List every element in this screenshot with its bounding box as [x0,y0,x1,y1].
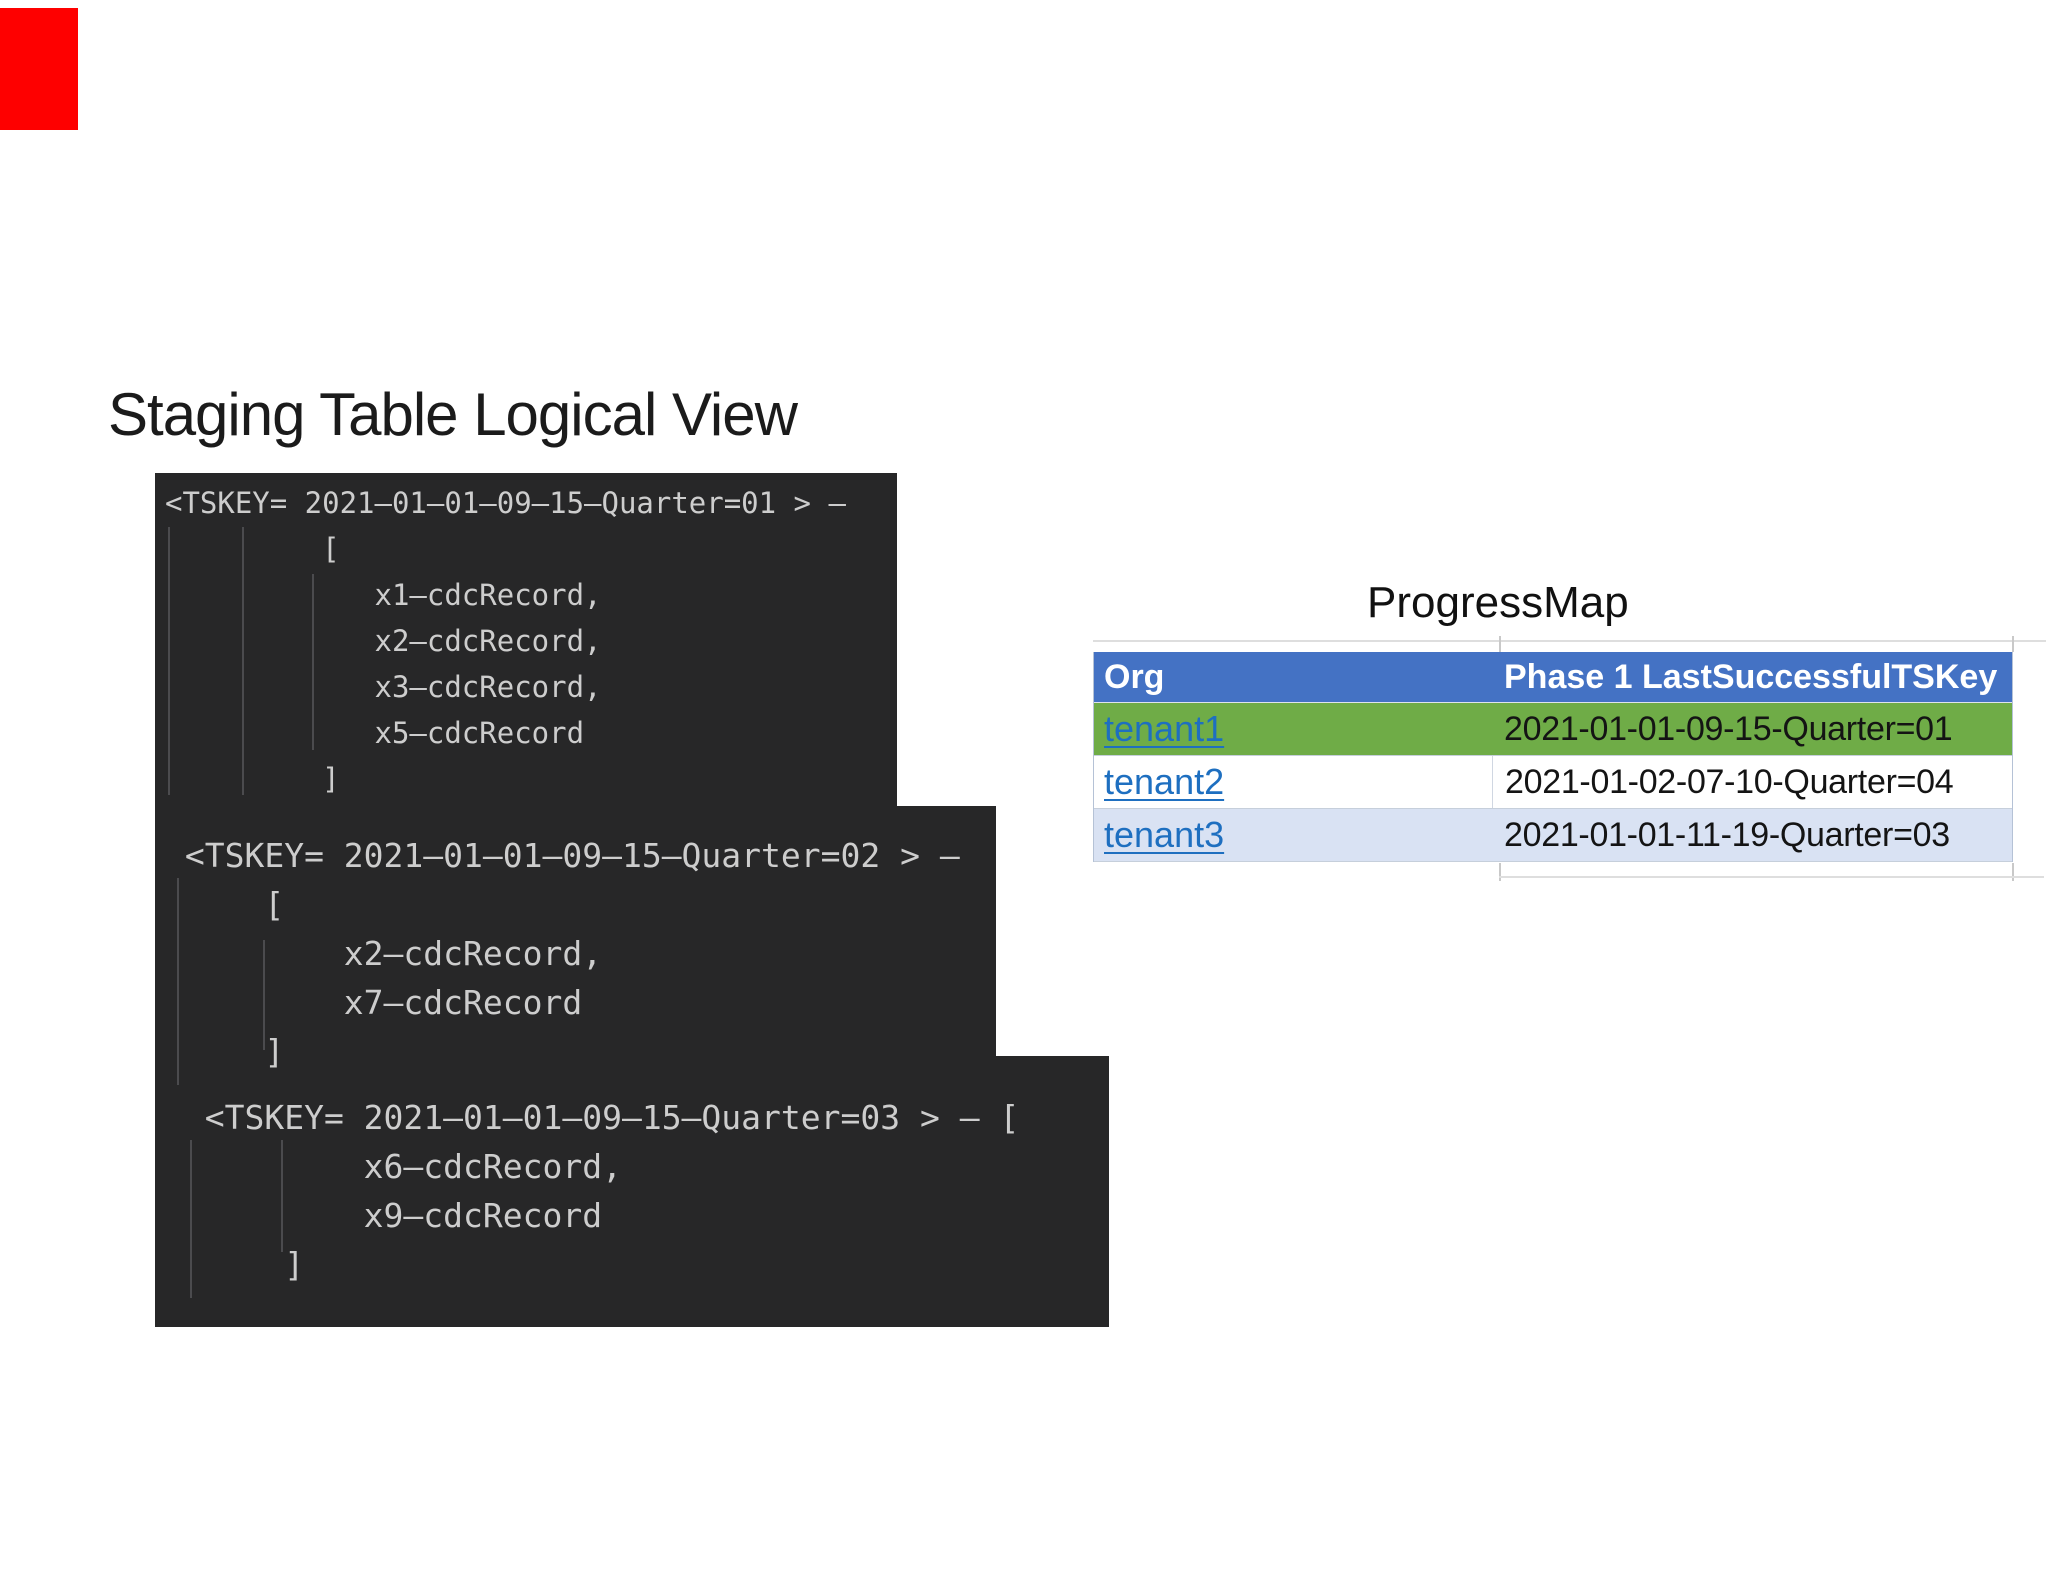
column-header-org: Org [1104,657,1165,696]
tenant1-tskey-value: 2021-01-01-09-15-Quarter=01 [1504,709,1953,748]
indent-guide [177,878,179,1085]
table-row-tenant2: tenant2 2021-01-02-07-10-Quarter=04 [1094,756,2012,809]
indent-guide [190,1140,192,1298]
indent-guide [242,527,244,795]
tenant3-tskey-value: 2021-01-01-11-19-Quarter=03 [1504,815,1950,854]
indent-guide [263,940,265,1050]
gridline-stub [1499,863,1501,881]
gridline-stub [1499,636,1501,652]
recording-marker [0,8,78,130]
table-row-tenant3: tenant3 2021-01-01-11-19-Quarter=03 [1094,809,2012,862]
indent-guide [281,1140,283,1252]
indent-guide [168,527,170,795]
table-row-tenant1: tenant1 2021-01-01-09-15-Quarter=01 [1094,703,2012,756]
table-header-row: Org Phase 1 LastSuccessfulTSKey [1094,652,2012,703]
column-header-tskey: Phase 1 LastSuccessfulTSKey [1504,657,1998,696]
tenant2-link[interactable]: tenant2 [1104,761,1225,802]
tskey-block-quarter-02: <TSKEY= 2021–01–01–09–15–Quarter=02 > – … [184,836,960,1071]
tskey-block-quarter-03: <TSKEY= 2021–01–01–09–15–Quarter=03 > – … [204,1098,1020,1284]
tenant1-link[interactable]: tenant1 [1104,708,1225,749]
tenant2-tskey-value: 2021-01-02-07-10-Quarter=04 [1492,756,2010,808]
page-title: Staging Table Logical View [108,381,798,449]
gridline-stub [2012,636,2014,652]
code-panel-block-2 [155,806,996,1056]
code-panel-block-3 [155,1056,1109,1327]
gridline-below-table [1499,876,2044,878]
tenant3-link[interactable]: tenant3 [1104,814,1225,855]
indent-guide [312,574,314,750]
tskey-block-quarter-01: <TSKEY= 2021–01–01–09–15–Quarter=01 > – … [165,486,846,796]
gridline-above-table [1093,640,2046,642]
progress-map-title: ProgressMap [1367,578,1629,627]
progress-map-table: Org Phase 1 LastSuccessfulTSKey tenant1 … [1093,652,2013,862]
gridline-stub [2012,863,2014,881]
code-panel-block-1 [155,473,897,807]
